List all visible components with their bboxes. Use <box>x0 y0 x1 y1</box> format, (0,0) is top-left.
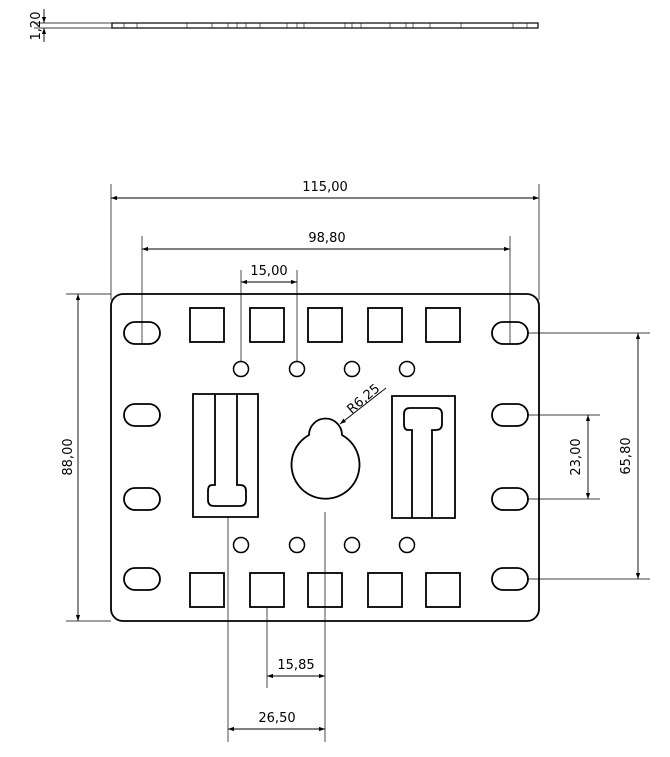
overall-height-dimension: 88,00 <box>61 293 111 622</box>
overall-width-label: 115,00 <box>302 180 348 195</box>
keyhole-radius-label: R6,25 <box>344 381 383 417</box>
offset-small-dimension: 15,85 <box>266 512 326 742</box>
slot-spacing-dimension: 98,80 <box>141 231 511 344</box>
hole-spacing-dimension: 15,00 <box>240 264 298 362</box>
offset-large-label: 26,50 <box>258 711 295 726</box>
slot-spacing-label: 98,80 <box>308 231 345 246</box>
keyhole-cutout <box>290 417 361 500</box>
square-cutouts-top <box>189 307 461 343</box>
spring-tab-left-tongue <box>207 394 247 507</box>
slot-pitch-small-label: 23,00 <box>569 438 584 475</box>
offset-large-dimension: 26,50 <box>227 517 325 742</box>
mounting-slots-right <box>491 321 529 591</box>
thickness-label: 1,20 <box>29 12 44 41</box>
slot-pitch-large-dimension: 65,80 <box>528 332 650 580</box>
thickness-dimension: 1,20 <box>29 9 112 42</box>
slot-pitch-small-dimension: 23,00 <box>528 414 600 500</box>
offset-small-label: 15,85 <box>277 658 314 673</box>
spring-tab-left <box>192 393 259 518</box>
mounting-slots-left <box>123 321 161 591</box>
slot-pitch-large-label: 65,80 <box>619 437 634 474</box>
spring-tab-right <box>391 395 456 519</box>
hole-spacing-label: 15,00 <box>250 264 287 279</box>
overall-height-label: 88,00 <box>61 438 76 475</box>
spring-tab-right-tongue <box>403 407 443 518</box>
keyhole-radius-dimension: R6,25 <box>339 381 387 425</box>
round-holes-top <box>232 360 416 378</box>
side-view: 1,20 <box>29 9 539 42</box>
round-holes-bottom <box>232 536 416 554</box>
overall-width-dimension: 115,00 <box>110 180 540 300</box>
